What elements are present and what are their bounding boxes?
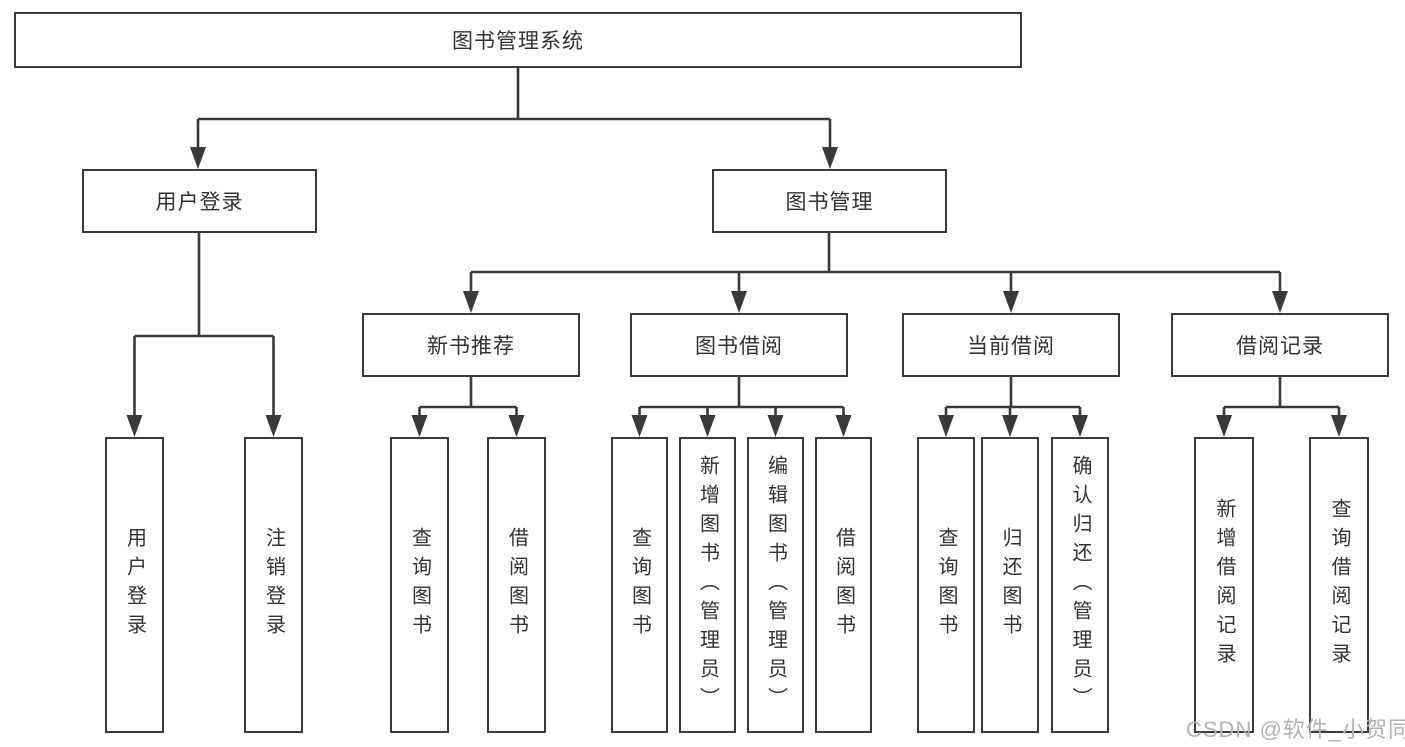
- arrowheads: [126, 147, 1347, 437]
- node-book-management: 图书管理: [712, 169, 947, 233]
- leaf-borrow-books-borrow: 借阅图书: [815, 437, 872, 733]
- leaf-return-books: 归还图书: [981, 437, 1039, 733]
- node-new-book-recommend: 新书推荐: [362, 313, 580, 377]
- node-book-borrow: 图书借阅: [630, 313, 848, 377]
- watermark: CSDN @软件_小贺同学: [1186, 717, 1405, 742]
- leaf-query-books-borrow: 查询图书: [611, 437, 668, 733]
- leaf-add-books-admin: 新增图书（管理员）: [679, 437, 736, 733]
- leaf-query-books-current: 查询图书: [917, 437, 975, 733]
- leaf-confirm-return-admin: 确认归还（管理员）: [1051, 437, 1109, 733]
- node-library-system: 图书管理系统: [14, 12, 1022, 68]
- leaf-edit-books-admin: 编辑图书（管理员）: [747, 437, 804, 733]
- node-user-login: 用户登录: [82, 169, 317, 233]
- leaf-logout: 注销登录: [244, 437, 303, 733]
- leaf-borrow-books-newbook: 借阅图书: [487, 437, 546, 733]
- node-current-borrow: 当前借阅: [902, 313, 1120, 377]
- leaf-query-books-newbook: 查询图书: [390, 437, 449, 733]
- node-borrow-records: 借阅记录: [1171, 313, 1389, 377]
- connector-shafts: [133, 68, 1341, 418]
- leaf-query-borrow-record: 查询借阅记录: [1309, 437, 1369, 733]
- leaf-add-borrow-record: 新增借阅记录: [1194, 437, 1254, 733]
- leaf-user-login: 用户登录: [105, 437, 164, 733]
